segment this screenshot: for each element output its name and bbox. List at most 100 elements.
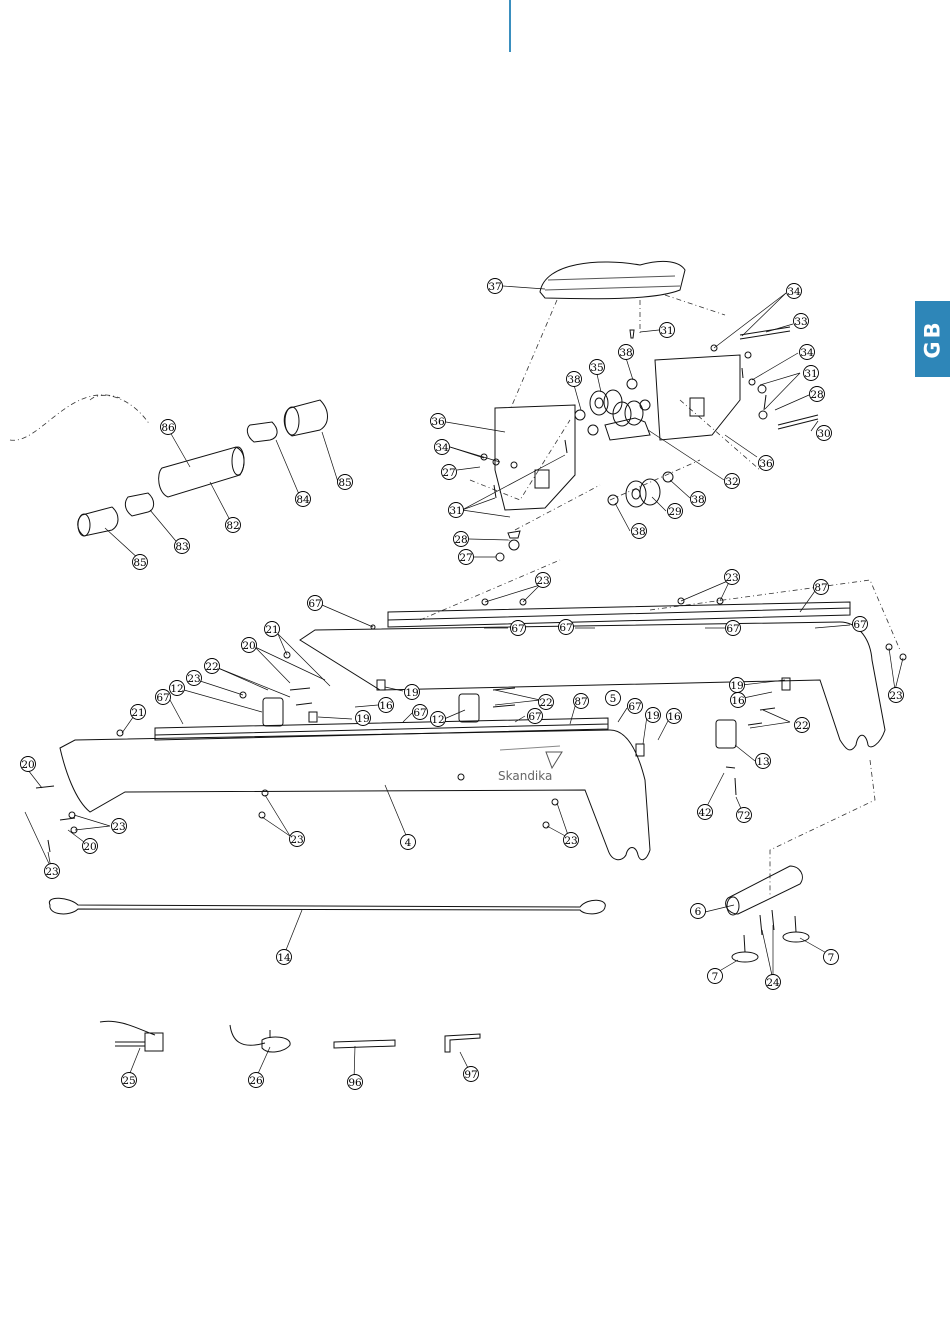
bolts	[494, 327, 818, 498]
callout-l34a: 34	[787, 284, 802, 299]
callout-number: 20	[21, 759, 34, 771]
callout-l23g: 23	[290, 832, 305, 847]
callout-l38d: 38	[632, 524, 647, 539]
callout-l30: 30	[817, 426, 832, 441]
callout-l83: 83	[175, 539, 190, 554]
callout-number: 31	[660, 325, 673, 337]
callout-l22c: 22	[795, 718, 810, 733]
brand-logo-mark	[546, 752, 562, 768]
callout-l31a: 31	[660, 323, 675, 338]
callout-number: 23	[290, 834, 303, 846]
callout-number: 83	[175, 541, 188, 553]
callout-l28a: 28	[810, 387, 825, 402]
callout-l29: 29	[668, 504, 683, 519]
callout-number: 28	[454, 534, 467, 546]
safety-cable	[49, 898, 605, 914]
callout-number: 19	[646, 710, 659, 722]
callout-number: 85	[338, 477, 351, 489]
callout-number: 32	[725, 476, 738, 488]
callout-number: 23	[725, 572, 738, 584]
callout-l67e: 67	[853, 617, 868, 632]
callout-l87a: 87	[814, 580, 829, 595]
callout-number: 31	[449, 505, 462, 517]
callout-l23d: 23	[889, 688, 904, 703]
callout-number: 84	[296, 494, 310, 506]
callout-number: 23	[889, 690, 902, 702]
callout-number: 12	[431, 714, 444, 726]
callout-l34c: 34	[435, 440, 450, 455]
callout-l67h: 67	[528, 709, 543, 724]
callout-number: 67	[628, 701, 641, 713]
callout-l33: 33	[794, 314, 809, 329]
callout-number: 38	[619, 347, 632, 359]
callout-number: 37	[488, 281, 501, 293]
callout-l85a: 85	[338, 475, 353, 490]
callout-number: 67	[156, 692, 169, 704]
callout-l5: 5	[606, 691, 621, 706]
callout-l7b: 7	[824, 950, 839, 965]
callout-l21a: 21	[265, 622, 280, 637]
callout-l19b: 19	[356, 711, 371, 726]
callout-number: 12	[170, 683, 183, 695]
callout-l22a: 22	[205, 659, 220, 674]
callout-l23f: 23	[45, 864, 60, 879]
callout-l20b: 20	[21, 757, 36, 772]
callout-number: 29	[668, 506, 681, 518]
callout-l67d: 67	[726, 621, 741, 636]
callout-l19c: 19	[646, 708, 661, 723]
callout-l12a: 12	[170, 681, 185, 696]
callout-l42: 42	[698, 805, 713, 820]
callout-l23e: 23	[112, 819, 127, 834]
callout-number: 21	[131, 707, 144, 719]
callout-l32: 32	[725, 474, 740, 489]
callout-number: 13	[756, 756, 769, 768]
callout-l23a: 23	[536, 573, 551, 588]
callout-l12b: 12	[431, 712, 446, 727]
seat-plate-left	[495, 405, 575, 510]
callout-number: 67	[413, 707, 426, 719]
callout-l19a: 19	[405, 685, 420, 700]
callout-l4: 4	[401, 835, 416, 850]
callout-l67c: 67	[559, 620, 574, 635]
callout-number: 23	[187, 673, 200, 685]
callout-number: 23	[564, 835, 577, 847]
callout-l16a: 16	[379, 698, 394, 713]
callout-number: 38	[632, 526, 645, 538]
callout-l86: 86	[161, 420, 176, 435]
frame-screws	[36, 598, 906, 852]
callout-number: 82	[226, 520, 239, 532]
callout-l31b: 31	[804, 366, 819, 381]
callout-l31c: 31	[449, 503, 464, 518]
callout-number: 85	[133, 557, 146, 569]
callout-number: 67	[528, 711, 541, 723]
callout-number: 20	[242, 640, 255, 652]
callout-number: 22	[795, 720, 808, 732]
callout-number: 26	[249, 1075, 263, 1087]
callout-number: 22	[539, 697, 552, 709]
callout-l38b: 38	[567, 372, 582, 387]
callout-l16c: 16	[731, 693, 746, 708]
callout-number: 87	[814, 582, 827, 594]
callout-number: 34	[800, 347, 814, 359]
callout-l21b: 21	[131, 705, 146, 720]
foot-assembly	[726, 767, 809, 962]
callout-number: 38	[567, 374, 580, 386]
callout-number: 96	[348, 1077, 362, 1089]
callout-l38c: 38	[691, 492, 706, 507]
callout-number: 36	[759, 458, 773, 470]
callout-number: 27	[442, 467, 455, 479]
callout-number: 19	[405, 687, 418, 699]
callout-l35: 35	[590, 360, 605, 375]
callout-number: 72	[737, 810, 750, 822]
callout-number: 34	[435, 442, 449, 454]
callout-number: 7	[828, 952, 835, 964]
callout-l27a: 27	[442, 465, 457, 480]
callout-number: 25	[122, 1075, 135, 1087]
brackets	[263, 678, 790, 756]
callout-number: 23	[536, 575, 549, 587]
callout-l87b: 87	[574, 694, 589, 709]
callout-number: 67	[511, 623, 524, 635]
callout-number: 42	[698, 807, 711, 819]
callout-number: 14	[277, 952, 291, 964]
